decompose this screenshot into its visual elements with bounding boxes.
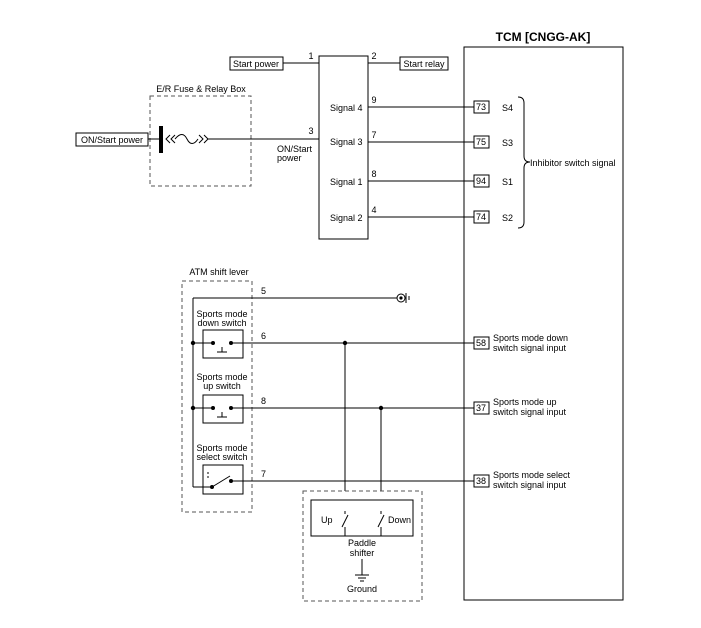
tcm-box [463,46,624,601]
paddle-label-1: Paddle [348,538,376,548]
brace-icon [517,96,531,229]
select-switch-label-1: Sports mode [196,443,247,453]
pin-ground: 5 [261,286,266,296]
down-switch-label-2: down switch [197,318,246,328]
select-switch-label-2: select switch [196,452,247,462]
tcm-pin: 38 [476,476,486,486]
tcm-signal-label: S2 [502,213,513,223]
inhibitor-group-label: Inhibitor switch signal [530,158,616,168]
signal-pin: 7 [371,130,376,140]
tcm-pin: 75 [476,137,486,147]
tcm-title: TCM [CNGG-AK] [496,30,591,44]
select-switch-box [202,464,244,495]
select-pin: 7 [261,469,266,479]
signal-row-1: Signal 4 9 73 S4 [330,95,513,114]
start-relay-label: Start relay [403,59,445,69]
tcm-input-label-2: switch signal input [493,343,567,353]
tcm-pin: 74 [476,212,486,222]
up-switch-label-1: Sports mode [196,372,247,382]
start-power-label: Start power [233,59,279,69]
up-switch-box [202,394,244,424]
signal-name: Signal 1 [330,177,363,187]
paddle-down-switch-icon [377,511,385,536]
signal-name: Signal 2 [330,213,363,223]
fuse-box-title: E/R Fuse & Relay Box [156,84,246,94]
pin-start-power: 1 [308,51,313,61]
tcm-input-label-1: Sports mode down [493,333,568,343]
tcm-pin: 94 [476,176,486,186]
paddle-label-2: shifter [350,548,375,558]
tcm-signal-label: S4 [502,103,513,113]
signal-pin: 4 [371,205,376,215]
signal-row-4: Signal 2 4 74 S2 [330,205,513,224]
connector-bar [159,126,163,153]
pin-start-relay: 2 [371,51,376,61]
inhibitor-switch-box [318,55,369,240]
paddle-down-label: Down [388,515,411,525]
paddle-ground-label: Ground [347,584,377,594]
down-switch-label-1: Sports mode [196,309,247,319]
on-start-wire-label-2: power [277,153,302,163]
pin-on-start: 3 [308,126,313,136]
signal-pin: 9 [371,95,376,105]
tcm-pin: 73 [476,102,486,112]
tcm-pin: 58 [476,338,486,348]
tcm-input-label-2: switch signal input [493,407,567,417]
up-switch-label-2: up switch [203,381,241,391]
down-switch-box [202,329,244,359]
tcm-pin: 37 [476,403,486,413]
ground-terminal-icon [396,293,410,303]
signal-pin: 8 [371,169,376,179]
tcm-signal-label: S1 [502,177,513,187]
signal-name: Signal 4 [330,103,363,113]
signal-row-3: Signal 1 8 94 S1 [330,169,513,188]
on-start-power-label: ON/Start power [81,135,143,145]
paddle-up-switch-icon [341,511,349,536]
tcm-input-row-1: 58 Sports mode down switch signal input [473,333,568,353]
on-start-wire-label-1: ON/Start [277,144,313,154]
up-pin: 8 [261,396,266,406]
tcm-input-label-1: Sports mode select [493,470,571,480]
tcm-input-row-2: 37 Sports mode up switch signal input [473,397,567,417]
ground-icon [355,574,369,582]
down-pin: 6 [261,331,266,341]
tcm-input-label-2: switch signal input [493,480,567,490]
paddle-shifter-box [310,499,414,537]
signal-row-2: Signal 3 7 75 S3 [330,130,513,149]
paddle-up-label: Up [321,515,333,525]
signal-name: Signal 3 [330,137,363,147]
shift-lever-title: ATM shift lever [189,267,248,277]
tcm-input-row-3: 38 Sports mode select switch signal inpu… [473,470,571,490]
tcm-signal-label: S3 [502,138,513,148]
tcm-input-label-1: Sports mode up [493,397,557,407]
